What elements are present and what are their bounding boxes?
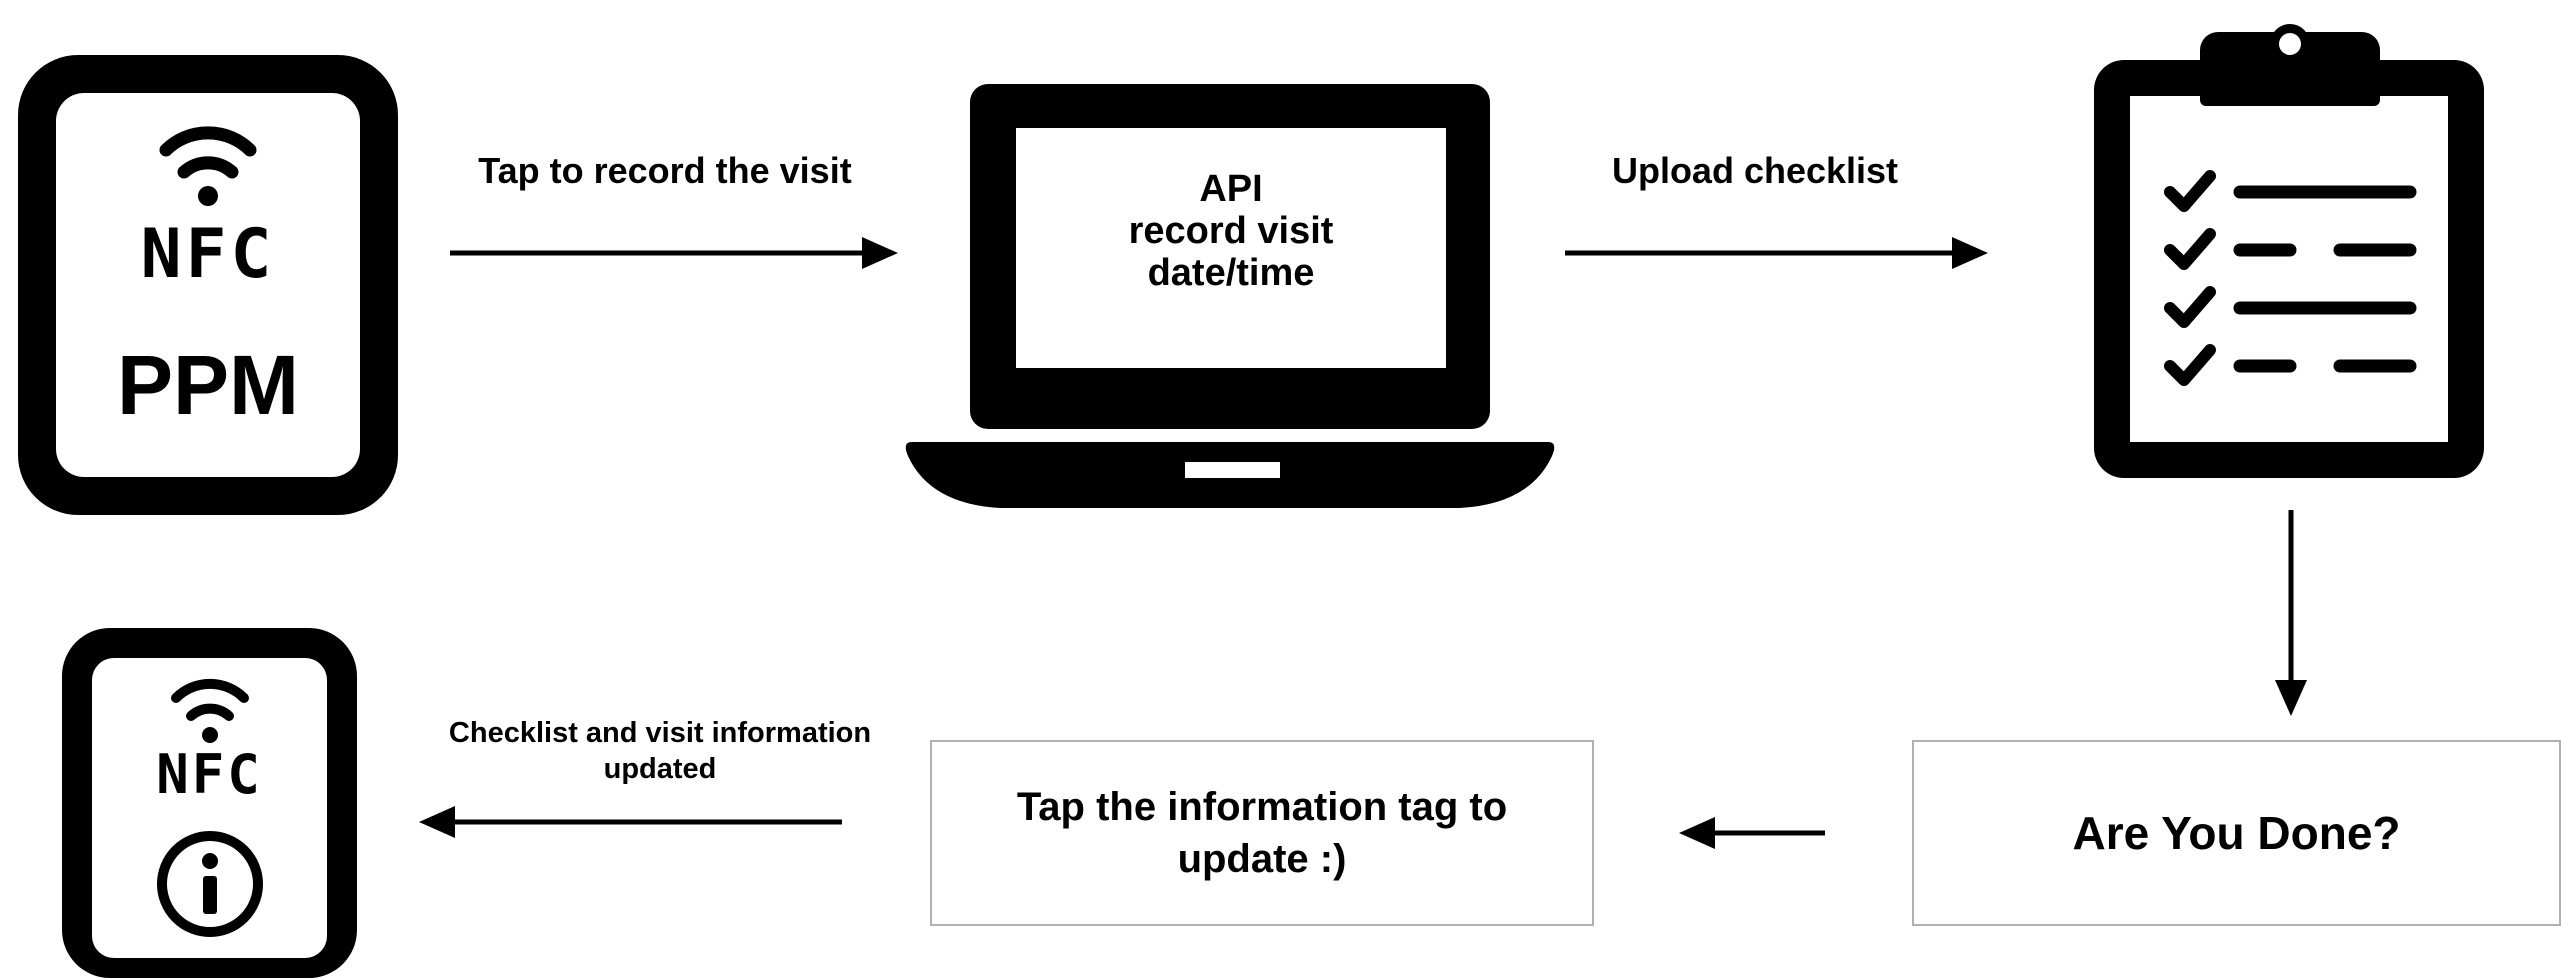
wifi-icon — [171, 678, 249, 743]
tap-info-tag-text: Tap the information tag to update :) — [1016, 785, 1508, 881]
info-nfc-tag: NFC — [62, 628, 357, 978]
tap-info-tag-box: Tap the information tag to update :) — [930, 740, 1594, 926]
ppm-label: PPM — [116, 338, 300, 432]
ppm-nfc-tag: NFC PPM — [18, 55, 398, 515]
are-you-done-text: Are You Done? — [2072, 807, 2401, 859]
upload-label: Upload checklist — [1611, 150, 1899, 191]
clipboard-checklist-icon — [2090, 10, 2490, 480]
nfc-text: NFC — [156, 743, 263, 806]
info-icon — [157, 831, 263, 937]
laptop-line-2: record visit — [1128, 210, 1334, 252]
laptop-line-1: API — [1199, 168, 1263, 210]
laptop-line-3: date/time — [1147, 252, 1315, 294]
nfc-text: NFC — [140, 215, 276, 294]
laptop-icon: API record visit date/time — [900, 70, 1560, 510]
tap-record-label: Tap to record the visit — [478, 150, 852, 191]
wifi-icon — [159, 126, 257, 206]
are-you-done-box: Are You Done? — [1912, 740, 2561, 926]
updated-label: Checklist and visit information updated — [448, 717, 872, 785]
